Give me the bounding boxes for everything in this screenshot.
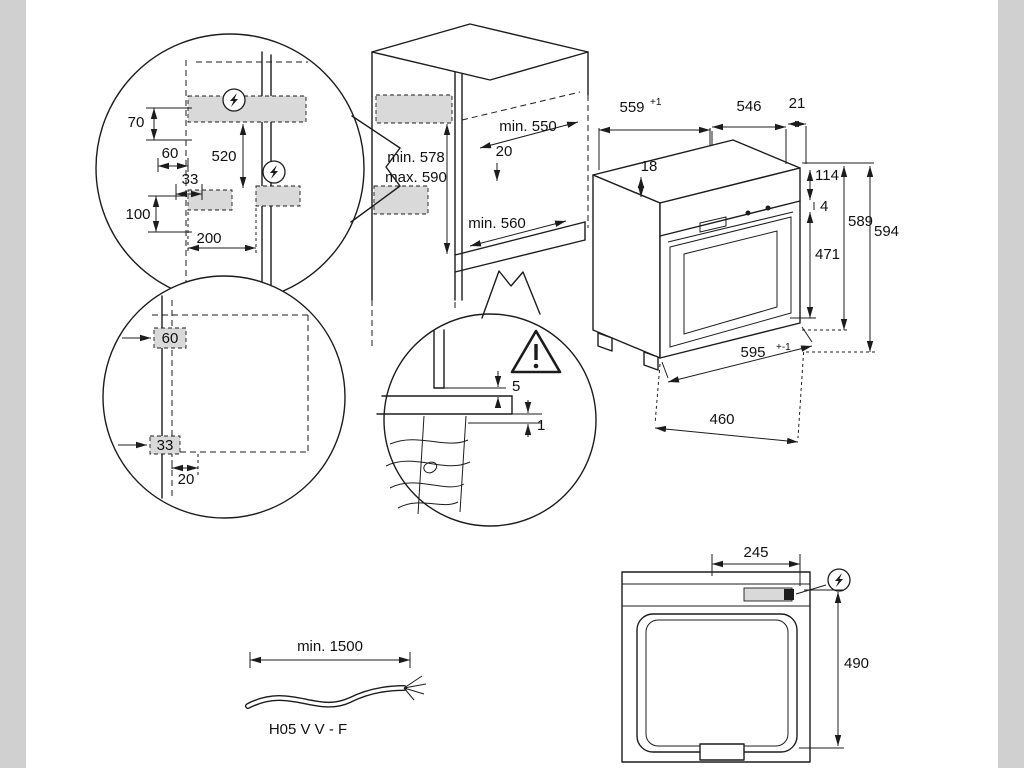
callout-pointer-wall xyxy=(350,115,401,223)
dim-cab-20: 20 xyxy=(493,143,513,181)
cabinet-niche: min. 550 20 min. 578 max. 590 min. 560 xyxy=(371,23,589,350)
cabinet-strip-lower xyxy=(373,185,429,215)
dim-5-label: 5 xyxy=(512,378,520,395)
dim-cab-20-label: 20 xyxy=(496,143,513,160)
dim-1: 1 xyxy=(524,400,545,437)
cable-core xyxy=(246,686,406,708)
front-detail-callout: 60 33 20 xyxy=(102,275,346,519)
dim-max-590-label: max. 590 xyxy=(385,169,447,186)
dim-min-578-label: min. 578 xyxy=(387,149,445,166)
dim-114-label: 114 xyxy=(815,167,839,184)
oven-foot xyxy=(597,332,613,352)
dim-4: 4 xyxy=(813,198,828,215)
dim-546: 546 xyxy=(711,98,787,164)
cable-wire-ends xyxy=(403,675,427,701)
dim-niche-height: min. 578 max. 590 xyxy=(385,124,451,254)
callout-pointer-base xyxy=(481,270,541,319)
front-dim-20-label: 20 xyxy=(178,471,195,488)
dim-559-label: 559 xyxy=(619,99,644,116)
wood-grain xyxy=(385,415,471,515)
dim-471: 471 xyxy=(790,212,840,319)
bottom-detail-callout: 5 1 xyxy=(376,313,597,527)
dim-546-label: 546 xyxy=(736,98,761,115)
front-dim-60-label: 60 xyxy=(162,330,179,347)
mains-cable: min. 1500 H05 V V - F xyxy=(245,638,427,738)
dim-595-label: 595 xyxy=(740,344,765,361)
control-knob xyxy=(765,205,771,211)
dim-589-label: 589 xyxy=(848,213,873,230)
electrical-connection-icon xyxy=(262,160,286,184)
dim-1-label: 1 xyxy=(537,417,545,434)
control-display xyxy=(699,216,727,233)
dim-min-560-label: min. 560 xyxy=(468,215,526,232)
dim-114: 114 xyxy=(806,167,839,200)
dim-200-label: 200 xyxy=(196,230,221,247)
offset-60-highlight xyxy=(153,327,187,349)
terminal-connector xyxy=(784,589,794,600)
cable-length-label: min. 1500 xyxy=(297,638,363,655)
wall-detail-callout: 70 60 520 33 100 xyxy=(95,33,365,303)
left-edge-bar xyxy=(0,0,26,768)
oven-top-view: 245 490 xyxy=(621,544,869,763)
dim-490: 490 xyxy=(799,589,869,749)
dim-595: 595 +-1 xyxy=(661,326,813,383)
dim-100-label: 100 xyxy=(125,206,150,223)
oven-door xyxy=(669,216,792,348)
mounting-strip-lower-left xyxy=(187,189,233,211)
mounting-strip-lower-right xyxy=(255,185,301,207)
dim-520: 520 xyxy=(211,124,247,188)
door-window xyxy=(683,230,778,335)
dim-594: 594 xyxy=(806,166,899,353)
mounting-strip-top xyxy=(187,95,307,123)
dim-245: 245 xyxy=(711,544,801,586)
dim-200: 200 xyxy=(187,208,257,254)
dim-559-tolerance: +1 xyxy=(650,97,662,108)
cable-type-label: H05 V V - F xyxy=(269,721,347,738)
electrical-connection-icon xyxy=(222,88,246,112)
dim-60: 60 xyxy=(157,145,189,172)
dim-5: 5 xyxy=(494,371,520,408)
dim-100: 100 xyxy=(125,195,192,233)
offset-33-highlight xyxy=(149,435,181,455)
dim-594-label: 594 xyxy=(874,223,899,240)
dim-21-label: 21 xyxy=(789,95,806,112)
top-view-handle xyxy=(699,743,745,761)
dim-18: 18 xyxy=(637,158,658,197)
oven-unit: 18 559 +1 546 21 114 4 xyxy=(592,95,899,445)
right-edge-bar xyxy=(998,0,1024,768)
dim-21: 21 xyxy=(788,95,807,164)
front-dim-20: 20 xyxy=(171,454,199,488)
electrical-connection-icon xyxy=(827,568,851,592)
dim-18-label: 18 xyxy=(641,158,658,175)
dim-245-label: 245 xyxy=(743,544,768,561)
dim-595-tolerance: +-1 xyxy=(776,342,791,353)
dim-4-label: 4 xyxy=(820,198,828,215)
dim-min-550: min. 550 xyxy=(479,118,579,149)
oven-foot xyxy=(643,351,659,371)
dim-33: 33 xyxy=(175,171,203,200)
dim-33-label: 33 xyxy=(182,171,199,188)
warning-icon xyxy=(510,329,562,374)
dim-70: 70 xyxy=(128,107,192,141)
dim-460: 460 xyxy=(654,345,805,445)
dim-490-label: 490 xyxy=(844,655,869,672)
control-knob xyxy=(745,210,751,216)
dim-70-label: 70 xyxy=(128,114,145,131)
dim-460-label: 460 xyxy=(709,411,734,428)
dim-520-label: 520 xyxy=(211,148,236,165)
dim-min-560: min. 560 xyxy=(468,215,567,247)
cabinet-strip-top xyxy=(375,94,453,124)
front-dim-33-label: 33 xyxy=(157,437,174,454)
dim-589: 589 xyxy=(802,162,874,331)
dim-min-550-label: min. 550 xyxy=(499,118,557,135)
dim-60-label: 60 xyxy=(162,145,179,162)
dim-471-label: 471 xyxy=(815,246,840,263)
dim-559: 559 +1 xyxy=(598,97,711,170)
